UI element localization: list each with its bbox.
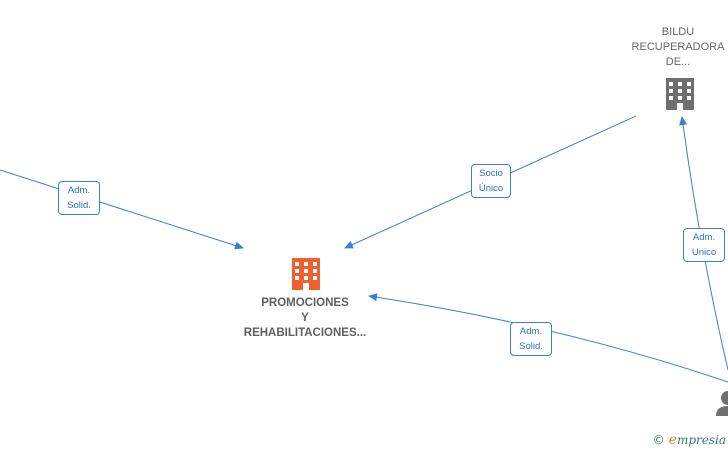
brand-initial: e — [668, 432, 677, 448]
edge-label-socio-unico: Socio Único — [471, 164, 511, 198]
building-icon[interactable] — [292, 258, 320, 290]
brand-name: mpresia — [676, 433, 726, 447]
building-icon[interactable] — [666, 78, 694, 110]
edge-label-adm-solid-bottom: Adm. Solid. — [510, 322, 552, 356]
edge-label-adm-unico: Adm. Unico — [683, 228, 725, 262]
edge-label-adm-solid-left: Adm. Solid. — [58, 181, 100, 215]
bildu-company-label[interactable]: BILDU RECUPERADORA DE... — [631, 26, 725, 68]
main-company-label[interactable]: PROMOCIONES Y REHABILITACIONES... — [243, 297, 367, 339]
edge-left-to-main — [0, 169, 244, 250]
edge-person-to-main — [368, 293, 728, 383]
brand-watermark: ©empresia — [653, 432, 726, 448]
copyright-symbol: © — [652, 433, 665, 447]
person-icon[interactable] — [716, 391, 728, 416]
